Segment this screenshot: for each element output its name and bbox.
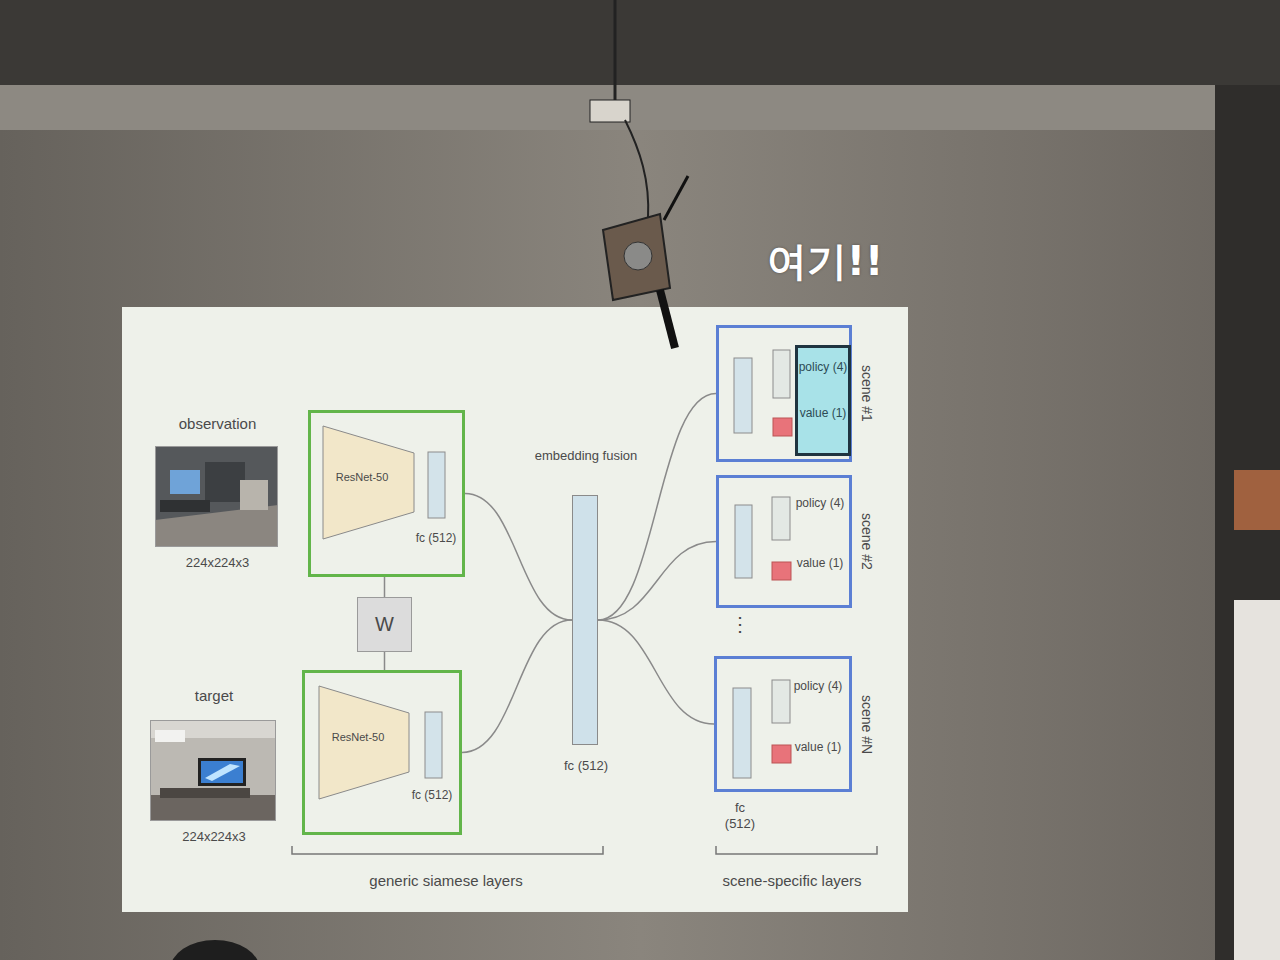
connector: [598, 542, 716, 621]
scene-block: scene #2policy (4)value (1): [716, 475, 852, 608]
wall-edge: [1215, 85, 1280, 960]
resnet-trapezoid: ResNet-50: [322, 425, 415, 540]
fusion-caption: embedding fusion: [531, 448, 641, 464]
trapezoid-shape: [319, 686, 409, 799]
layer-size: fc (512): [411, 788, 453, 803]
resnet-trapezoid: ResNet-50: [318, 685, 410, 800]
fc-bar: [735, 505, 752, 578]
scene-block: policy (4)value (1)scene #1: [716, 325, 852, 462]
group-label: generic siamese layers: [316, 872, 576, 891]
scene-label: scene #1: [858, 365, 876, 422]
fc-bar: [428, 452, 445, 518]
input-caption: observation: [136, 415, 299, 434]
connector: [384, 652, 386, 670]
value-square: [773, 418, 792, 436]
output-label: value (1): [793, 740, 843, 755]
scene-block: scene #Npolicy (4)value (1): [714, 656, 852, 792]
group-label: scene-specific layers: [672, 872, 912, 891]
connector: [462, 620, 572, 753]
group-bracket: [292, 846, 603, 854]
scene-label: scene #2: [858, 513, 876, 570]
layer-size: fc (512): [415, 531, 457, 546]
screen-housing: [0, 85, 1250, 130]
value-square: [772, 745, 791, 763]
siamese-block: ResNet-50 fc (512): [308, 410, 465, 577]
output-label: policy (4): [793, 679, 843, 694]
policy-bar: [772, 680, 790, 723]
connector: [384, 577, 386, 597]
siamese-block: ResNet-50 fc (512): [302, 670, 462, 835]
target-photo: [150, 720, 276, 821]
observation-photo: [155, 446, 278, 547]
fc-bar: [733, 688, 751, 778]
connector: [598, 620, 714, 724]
trapezoid-shape: [323, 426, 414, 539]
ceiling-sensor: [590, 0, 688, 348]
callout-note: 여기!!: [740, 236, 910, 286]
output-label: value (1): [795, 556, 845, 571]
input-image: observation224x224x3: [155, 446, 278, 547]
slide: [122, 307, 908, 912]
audience-head: [170, 940, 260, 960]
connector: [465, 494, 572, 621]
output-label: policy (4): [798, 360, 848, 375]
wall-panel: [1234, 600, 1280, 960]
fusion-layer: embedding fusionfc (512): [572, 495, 598, 745]
ceiling: [0, 0, 1280, 85]
connector: [598, 394, 716, 621]
value-square: [772, 562, 791, 580]
fc-bar: [734, 358, 752, 433]
layer-size: fc (512): [563, 758, 609, 774]
policy-bar: [772, 497, 790, 540]
scene-label: scene #N: [858, 695, 876, 754]
output-label: policy (4): [795, 496, 845, 511]
input-size: 224x224x3: [136, 555, 299, 571]
ellipsis: ⋮: [725, 612, 755, 637]
policy-bar: [773, 350, 790, 398]
group-bracket: [716, 846, 877, 854]
output-label: value (1): [798, 406, 848, 421]
highlight-box: policy (4) value (1): [795, 345, 851, 456]
wall-strip: [1234, 470, 1280, 530]
input-size: 224x224x3: [131, 829, 297, 845]
layer-size: fc (512): [718, 800, 762, 833]
input-caption: target: [131, 687, 297, 706]
fc-bar: [425, 712, 442, 778]
backbone-name: ResNet-50: [326, 471, 398, 485]
input-image: target224x224x3: [150, 720, 276, 821]
backbone-name: ResNet-50: [322, 731, 394, 745]
weight-label: W: [358, 612, 411, 637]
weight-box: W: [357, 597, 412, 652]
